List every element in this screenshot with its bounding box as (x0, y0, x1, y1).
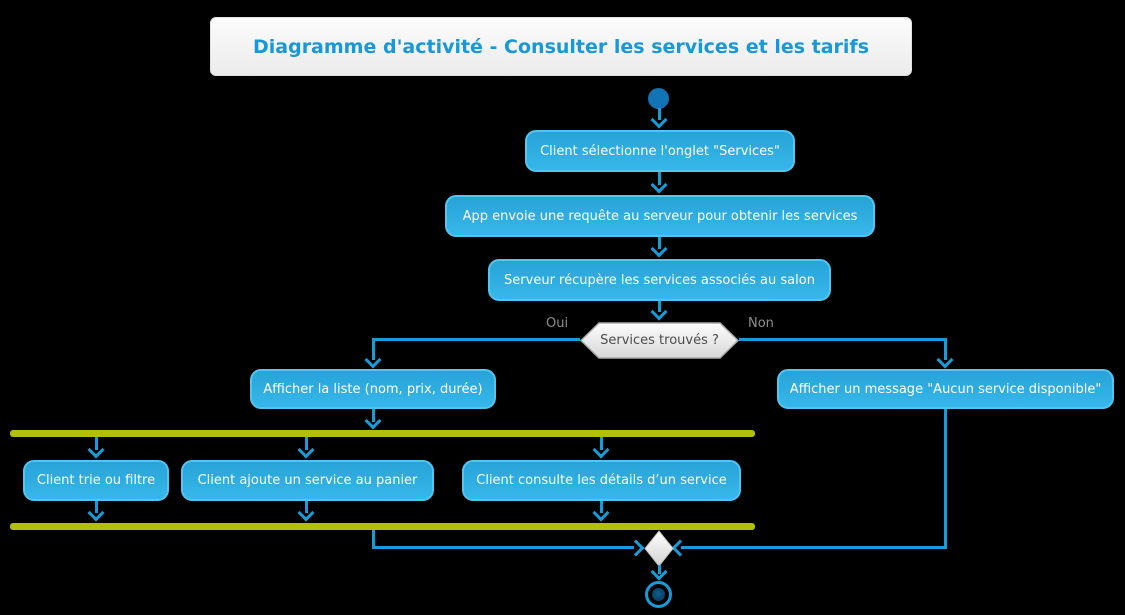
edge-request-fetch-arrowhead (650, 240, 668, 258)
edge-merge-final-line (658, 565, 661, 574)
activity-show-message-label: Afficher un message "Aucun service dispo… (789, 381, 1102, 397)
activity-select-tab: Client sélectionne l'onglet "Services" (525, 130, 795, 172)
edge-sort-join-line (95, 501, 98, 513)
edge-fetch-decision-arrowhead (650, 303, 668, 321)
merge-diamond (644, 530, 674, 567)
edge-start-select-line (658, 108, 661, 120)
diagram-title-card: Diagramme d'activité - Consulter les ser… (210, 17, 912, 76)
edge-join-merge-vertical (372, 530, 375, 549)
edge-details-join-line (600, 501, 603, 513)
activity-send-request: App envoie une requête au serveur pour o… (445, 195, 875, 237)
edge-cart-join-line (305, 501, 308, 513)
edge-select-request-line (658, 172, 661, 185)
edge-oui-vertical (372, 338, 375, 360)
edge-list-fork-line (372, 409, 375, 422)
edge-fork-details-line (600, 437, 603, 450)
start-node (648, 88, 669, 109)
decision-question: Services trouvés ? (600, 333, 719, 348)
activity-sort-filter-label: Client trie ou filtre (36, 473, 156, 488)
edge-join-merge-horizontal (372, 546, 634, 549)
diagram-title: Diagramme d'activité - Consulter les ser… (252, 35, 870, 58)
activity-show-message: Afficher un message "Aucun service dispo… (777, 369, 1114, 409)
edge-non-horizontal (739, 338, 946, 341)
join-bar (10, 523, 755, 530)
edge-start-select-arrowhead (650, 111, 668, 129)
edge-cart-join-arrowhead (297, 504, 315, 522)
activity-select-tab-label: Client sélectionne l'onglet "Services" (540, 143, 780, 159)
edge-message-merge-vertical (944, 409, 947, 549)
final-node-core (652, 588, 665, 601)
edge-oui-arrowhead (364, 351, 382, 369)
decision-shape (579, 322, 740, 359)
activity-view-details: Client consulte les détails d’un service (462, 460, 741, 501)
edge-fork-details-arrowhead (592, 441, 610, 459)
edge-details-join-arrowhead (592, 504, 610, 522)
activity-send-request-label: App envoie une requête au serveur pour o… (462, 208, 858, 224)
edge-request-fetch-line (658, 237, 661, 249)
edge-fork-sort-line (95, 437, 98, 450)
fork-bar (10, 430, 755, 437)
activity-add-to-cart-label: Client ajoute un service au panier (197, 473, 418, 488)
edge-fetch-decision-line (658, 301, 661, 312)
activity-view-details-label: Client consulte les détails d’un service (476, 473, 727, 488)
edge-message-merge-horizontal (681, 546, 947, 549)
edge-oui-horizontal (373, 338, 580, 341)
branch-label-oui: Oui (546, 316, 569, 331)
edge-list-fork-arrowhead (364, 412, 382, 430)
edge-fork-cart-arrowhead (297, 441, 315, 459)
branch-label-non: Non (748, 316, 774, 331)
edge-select-request-arrowhead (650, 176, 668, 194)
activity-fetch-services: Serveur récupère les services associés a… (488, 259, 831, 301)
edge-fork-sort-arrowhead (87, 441, 105, 459)
activity-fetch-services-label: Serveur récupère les services associés a… (504, 272, 815, 288)
edge-non-vertical (944, 338, 947, 360)
final-node (645, 581, 672, 608)
edge-join-merge-arrowhead (627, 539, 645, 557)
edge-fork-cart-line (305, 437, 308, 450)
activity-sort-filter: Client trie ou filtre (23, 460, 169, 501)
activity-show-list-label: Afficher la liste (nom, prix, durée) (263, 381, 483, 397)
edge-non-arrowhead (936, 351, 954, 369)
edge-sort-join-arrowhead (87, 504, 105, 522)
edge-message-merge-arrowhead (671, 539, 689, 557)
activity-show-list: Afficher la liste (nom, prix, durée) (250, 369, 496, 409)
activity-add-to-cart: Client ajoute un service au panier (181, 460, 434, 501)
